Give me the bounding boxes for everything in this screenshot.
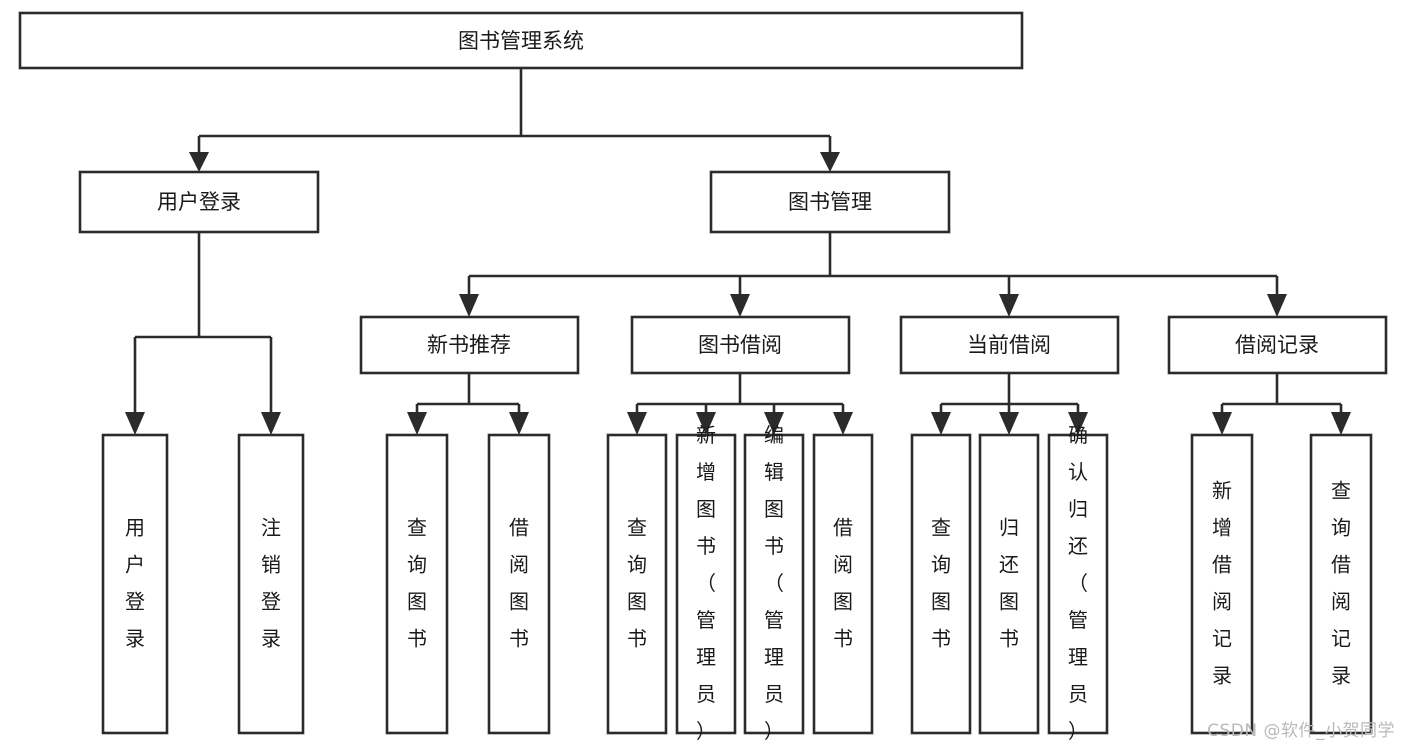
arrow-head-user-login bbox=[189, 152, 209, 172]
leaf-borrow-book-1-label: 借阅图书 bbox=[509, 515, 529, 650]
leaf-user-login-label: 用户登录 bbox=[125, 515, 145, 650]
node-root-box[interactable] bbox=[18, 11, 1024, 70]
leaf-borrow-book-2-label: 借阅图书 bbox=[833, 515, 853, 650]
arrow-head-leaf-confirm-return bbox=[1068, 412, 1088, 435]
leaf-return-book[interactable]: 归还图书 bbox=[978, 433, 1040, 735]
leaf-logout-login-box[interactable] bbox=[237, 433, 305, 735]
leaf-borrow-book-2[interactable]: 借阅图书 bbox=[812, 433, 874, 735]
leaf-edit-book-box[interactable] bbox=[743, 433, 805, 735]
arrow-head-current-borrow bbox=[999, 294, 1019, 317]
leaf-query-book-3-box[interactable] bbox=[910, 433, 972, 735]
leaf-add-book[interactable]: 新增图书（管理员） bbox=[675, 423, 737, 743]
leaf-return-book-label: 归还图书 bbox=[999, 515, 1019, 650]
arrow-head-leaf-query-record bbox=[1331, 412, 1351, 435]
leaf-edit-book-label: 编辑图书（管理员） bbox=[764, 423, 784, 743]
leaf-add-book-label: 新增图书（管理员） bbox=[696, 423, 716, 743]
node-book-management-label: 图书管理 bbox=[788, 190, 872, 214]
node-book-borrow[interactable]: 图书借阅 bbox=[630, 315, 851, 375]
leaf-borrow-book-1[interactable]: 借阅图书 bbox=[487, 433, 551, 735]
leaf-borrow-book-1-box[interactable] bbox=[487, 433, 551, 735]
node-root[interactable]: 图书管理系统 bbox=[18, 11, 1024, 70]
node-new-book-recommend-label: 新书推荐 bbox=[427, 333, 511, 357]
arrow-head-leaf-add-book bbox=[696, 412, 716, 435]
leaf-confirm-return-label: 确认归还（管理员） bbox=[1068, 423, 1088, 743]
leaf-query-book-1-label: 查询图书 bbox=[407, 515, 427, 650]
arrow-head-leaf-query-book-3 bbox=[931, 412, 951, 435]
leaf-query-record[interactable]: 查询借阅记录 bbox=[1309, 433, 1373, 735]
arrow-head-leaf-logout-login bbox=[261, 412, 281, 435]
leaf-query-book-2-label: 查询图书 bbox=[627, 515, 647, 650]
leaf-borrow-book-2-box[interactable] bbox=[812, 433, 874, 735]
leaf-query-book-3[interactable]: 查询图书 bbox=[910, 433, 972, 735]
node-book-borrow-box[interactable] bbox=[630, 315, 851, 375]
leaf-confirm-return-box[interactable] bbox=[1047, 433, 1109, 735]
leaf-query-record-label: 查询借阅记录 bbox=[1331, 478, 1351, 687]
csdn-watermark: CSDN @软件_小贺同学 bbox=[1207, 721, 1395, 741]
leaf-add-record[interactable]: 新增借阅记录 bbox=[1190, 433, 1254, 735]
leaf-query-book-1[interactable]: 查询图书 bbox=[385, 433, 449, 735]
node-new-book-recommend[interactable]: 新书推荐 bbox=[359, 315, 580, 375]
arrow-head-leaf-borrow-book-2 bbox=[833, 412, 853, 435]
node-borrow-record-label: 借阅记录 bbox=[1235, 333, 1319, 357]
node-borrow-record[interactable]: 借阅记录 bbox=[1167, 315, 1388, 375]
leaf-add-record-box[interactable] bbox=[1190, 433, 1254, 735]
leaf-query-book-3-label: 查询图书 bbox=[931, 515, 951, 650]
leaf-confirm-return[interactable]: 确认归还（管理员） bbox=[1047, 423, 1109, 743]
arrow-head-book-borrow bbox=[730, 294, 750, 317]
leaf-logout-login-label: 注销登录 bbox=[261, 515, 281, 650]
node-user-login-label: 用户登录 bbox=[157, 190, 241, 214]
leaf-logout-login[interactable]: 注销登录 bbox=[237, 433, 305, 735]
node-user-login-box[interactable] bbox=[78, 170, 320, 234]
arrow-head-leaf-query-book-2 bbox=[627, 412, 647, 435]
node-book-management-box[interactable] bbox=[709, 170, 951, 234]
arrow-head-leaf-user-login bbox=[125, 412, 145, 435]
node-user-login[interactable]: 用户登录 bbox=[78, 170, 320, 234]
node-root-label: 图书管理系统 bbox=[458, 29, 584, 53]
leaf-query-book-2-box[interactable] bbox=[606, 433, 668, 735]
leaf-user-login[interactable]: 用户登录 bbox=[101, 433, 169, 735]
node-current-borrow-box[interactable] bbox=[899, 315, 1120, 375]
node-current-borrow-label: 当前借阅 bbox=[967, 333, 1051, 357]
leaf-user-login-box[interactable] bbox=[101, 433, 169, 735]
leaf-query-record-box[interactable] bbox=[1309, 433, 1373, 735]
node-current-borrow[interactable]: 当前借阅 bbox=[899, 315, 1120, 375]
node-book-management[interactable]: 图书管理 bbox=[709, 170, 951, 234]
leaf-edit-book[interactable]: 编辑图书（管理员） bbox=[743, 423, 805, 743]
arrow-head-leaf-query-book-1 bbox=[407, 412, 427, 435]
arrow-head-leaf-borrow-book-1 bbox=[509, 412, 529, 435]
node-book-borrow-label: 图书借阅 bbox=[698, 333, 782, 357]
leaf-add-record-label: 新增借阅记录 bbox=[1212, 478, 1232, 687]
connector-layer bbox=[125, 68, 1351, 435]
leaf-query-book-2[interactable]: 查询图书 bbox=[606, 433, 668, 735]
leaf-query-book-1-box[interactable] bbox=[385, 433, 449, 735]
arrow-head-borrow-record bbox=[1267, 294, 1287, 317]
arrow-head-leaf-add-record bbox=[1212, 412, 1232, 435]
node-new-book-recommend-box[interactable] bbox=[359, 315, 580, 375]
arrow-head-leaf-return-book bbox=[999, 412, 1019, 435]
leaf-add-book-box[interactable] bbox=[675, 433, 737, 735]
node-borrow-record-box[interactable] bbox=[1167, 315, 1388, 375]
arrow-head-leaf-edit-book bbox=[764, 412, 784, 435]
arrow-head-new-book-recommend bbox=[459, 294, 479, 317]
leaf-return-book-box[interactable] bbox=[978, 433, 1040, 735]
arrow-head-book-management bbox=[820, 152, 840, 172]
